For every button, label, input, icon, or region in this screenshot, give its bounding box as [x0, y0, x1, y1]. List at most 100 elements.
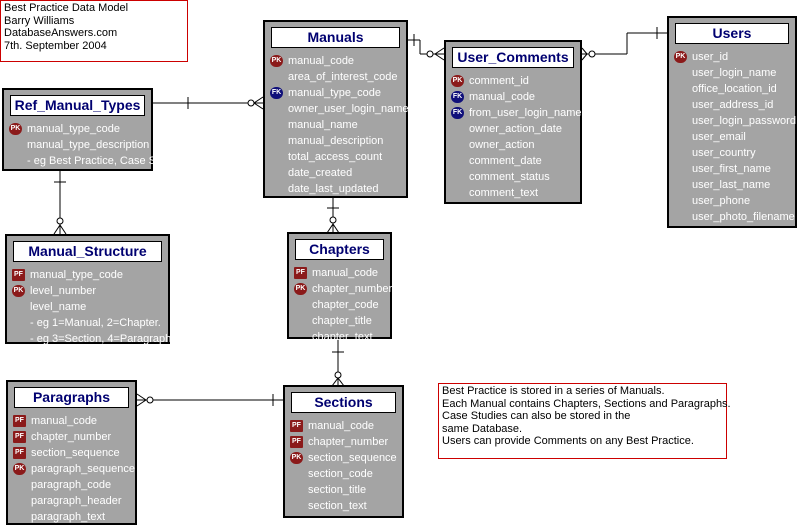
pk-key-icon: PK — [294, 283, 307, 295]
fk-key-icon: FK — [451, 107, 464, 119]
field-name: - eg 3=Section, 4=Paragraph — [30, 333, 172, 345]
field-name: user_photo_filename — [692, 211, 795, 223]
field-row: PK chapter_number — [293, 281, 392, 297]
entity-title: Ref_Manual_Types — [10, 95, 145, 116]
field-row: chapter_code — [293, 297, 388, 313]
field-row: chapter_text — [293, 329, 388, 345]
field-list: PK manual_type_code manual_type_descriptio… — [8, 121, 179, 169]
pk-key-icon: PK — [13, 463, 26, 475]
field-name: section_text — [308, 500, 367, 512]
field-name: manual_code — [288, 55, 355, 67]
field-row: date_created — [269, 165, 404, 181]
field-row: user_photo_filename — [673, 209, 795, 225]
field-row: PK manual_type_code — [8, 121, 149, 137]
field-row: section_text — [289, 498, 400, 514]
field-name: total_access_count — [288, 151, 383, 163]
pk-key-icon: PK — [290, 452, 303, 464]
note-line: Best Practice Data Model — [4, 2, 129, 14]
field-row: owner_action — [450, 137, 578, 153]
field-row: comment_status — [450, 169, 578, 185]
note-line: Each Manual contains Chapters, Sections … — [442, 397, 731, 410]
field-row: user_last_name — [673, 177, 793, 193]
field-name: section_code — [308, 468, 373, 480]
pf-key-icon: PF — [290, 436, 303, 448]
pk-key-icon: PK — [9, 123, 22, 135]
field-name: manual_type_description — [27, 139, 150, 151]
field-name: manual_type_code — [30, 269, 123, 281]
field-row: comment_text — [450, 185, 578, 201]
entity-title: Paragraphs — [14, 387, 129, 408]
note-line: Users can provide Comments on any Best P… — [442, 435, 694, 447]
field-row: area_of_interest_code — [269, 69, 404, 85]
field-name: office_location_id — [692, 83, 777, 95]
entity-title: Users — [675, 23, 789, 44]
fk-key-icon: FK — [270, 87, 283, 99]
note-line: 7th. September 2004 — [4, 39, 107, 52]
field-name: manual_name — [288, 119, 358, 131]
field-name: section_sequence — [31, 447, 120, 459]
pf-key-icon: PF — [290, 420, 303, 432]
field-name: comment_status — [469, 171, 550, 183]
field-row: section_title — [289, 482, 400, 498]
fk-key-icon: FK — [451, 91, 464, 103]
field-name: user_phone — [692, 195, 751, 207]
pk-key-icon: PK — [270, 55, 283, 67]
field-name: chapter_text — [312, 331, 373, 343]
field-name: manual_code — [469, 91, 536, 103]
field-row: total_access_count — [269, 149, 404, 165]
field-name: paragraph_text — [31, 511, 105, 523]
field-name: comment_date — [469, 155, 542, 167]
field-name: user_id — [692, 51, 729, 63]
note-line: same Database. — [442, 422, 523, 435]
field-row: comment_date — [450, 153, 578, 169]
field-row: manual_type_description — [8, 137, 149, 153]
field-name: manual_type_code — [27, 123, 120, 135]
field-name: chapter_number — [312, 283, 393, 295]
header-note: Best Practice Data Model Barry Williams … — [0, 0, 188, 62]
field-row: paragraph_header — [12, 493, 133, 509]
field-name: chapter_title — [312, 315, 372, 327]
field-row: section_code — [289, 466, 400, 482]
field-row: - eg 3=Section, 4=Paragraph — [11, 331, 171, 347]
field-name: user_login_password — [692, 115, 796, 127]
entity-title: Chapters — [295, 239, 384, 260]
field-name: section_title — [308, 484, 367, 496]
field-row: user_first_name — [673, 161, 793, 177]
pf-key-icon: PF — [13, 431, 26, 443]
field-name: level_name — [30, 301, 87, 313]
entity-title: User_Comments — [452, 47, 574, 68]
field-name: owner_action — [469, 139, 535, 151]
field-name: date_created — [288, 167, 353, 179]
field-name: user_first_name — [692, 163, 771, 175]
field-name: date_last_updated — [288, 183, 379, 195]
field-row: user_login_name — [673, 65, 793, 81]
note-line: Barry Williams — [4, 14, 75, 27]
field-name: level_number — [30, 285, 97, 297]
field-name: paragraph_header — [31, 495, 122, 507]
field-name: comment_id — [469, 75, 529, 87]
field-name: user_last_name — [692, 179, 771, 191]
